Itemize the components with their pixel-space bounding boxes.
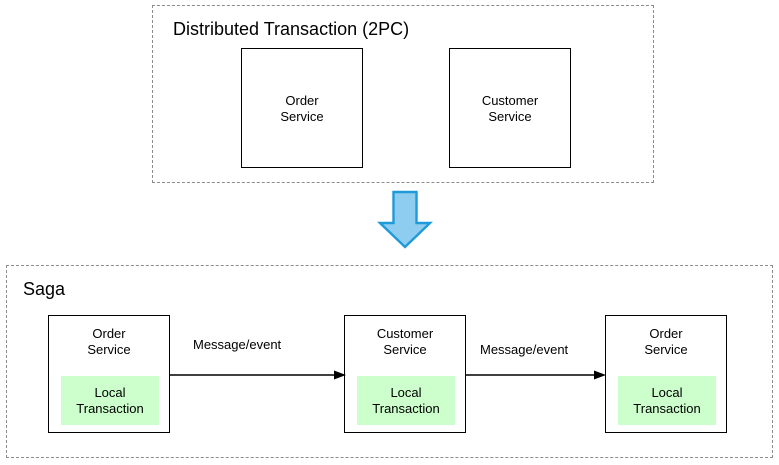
local-transaction-line2: Transaction <box>76 400 144 416</box>
group-distributed-transaction: Distributed Transaction (2PC) <box>152 5 654 183</box>
local-transaction-line2: Transaction <box>372 400 440 416</box>
service-label-line1: Customer <box>376 326 434 341</box>
flow-arrow-customer-to-order <box>466 370 606 380</box>
service-box-order-saga-1: Order Service Local Transaction <box>48 315 170 433</box>
flow-arrow-order-to-customer <box>170 370 346 380</box>
service-label-line2: Service <box>280 109 324 124</box>
service-box-customer-2pc: Customer Service <box>449 48 571 168</box>
service-label-line1: Order <box>285 93 319 108</box>
service-label-line1: Order <box>92 326 126 341</box>
local-transaction-label-3: Local Transaction <box>633 385 700 417</box>
service-label-order-2pc: Order Service <box>242 93 362 125</box>
down-arrow-icon <box>377 190 433 249</box>
local-transaction-label-1: Local Transaction <box>76 385 143 417</box>
service-label-order-saga-2: Order Service <box>606 326 726 358</box>
group-saga: Saga <box>6 265 773 458</box>
group-title-saga: Saga <box>23 279 66 299</box>
service-label-line1: Customer <box>481 93 539 108</box>
service-label-customer-2pc: Customer Service <box>450 93 570 125</box>
local-transaction-box-1: Local Transaction <box>61 376 159 425</box>
local-transaction-box-2: Local Transaction <box>357 376 455 425</box>
local-transaction-label-2: Local Transaction <box>372 385 439 417</box>
local-transaction-line2: Transaction <box>633 400 701 416</box>
group-title-distributed-transaction: Distributed Transaction (2PC) <box>173 19 410 39</box>
service-label-line1: Order <box>649 326 683 341</box>
local-transaction-line1: Local <box>94 384 126 400</box>
service-box-order-saga-2: Order Service Local Transaction <box>605 315 727 433</box>
service-box-order-2pc: Order Service <box>241 48 363 168</box>
service-label-line2: Service <box>383 342 427 357</box>
service-label-line2: Service <box>488 109 532 124</box>
connector-label-message-event-2: Message/event <box>480 342 569 357</box>
service-label-customer-saga: Customer Service <box>345 326 465 358</box>
local-transaction-line1: Local <box>390 384 422 400</box>
connector-label-message-event-1: Message/event <box>193 337 282 352</box>
service-label-line2: Service <box>87 342 131 357</box>
service-box-customer-saga: Customer Service Local Transaction <box>344 315 466 433</box>
service-label-line2: Service <box>644 342 688 357</box>
local-transaction-line1: Local <box>651 384 683 400</box>
service-label-order-saga-1: Order Service <box>49 326 169 358</box>
local-transaction-box-3: Local Transaction <box>618 376 716 425</box>
